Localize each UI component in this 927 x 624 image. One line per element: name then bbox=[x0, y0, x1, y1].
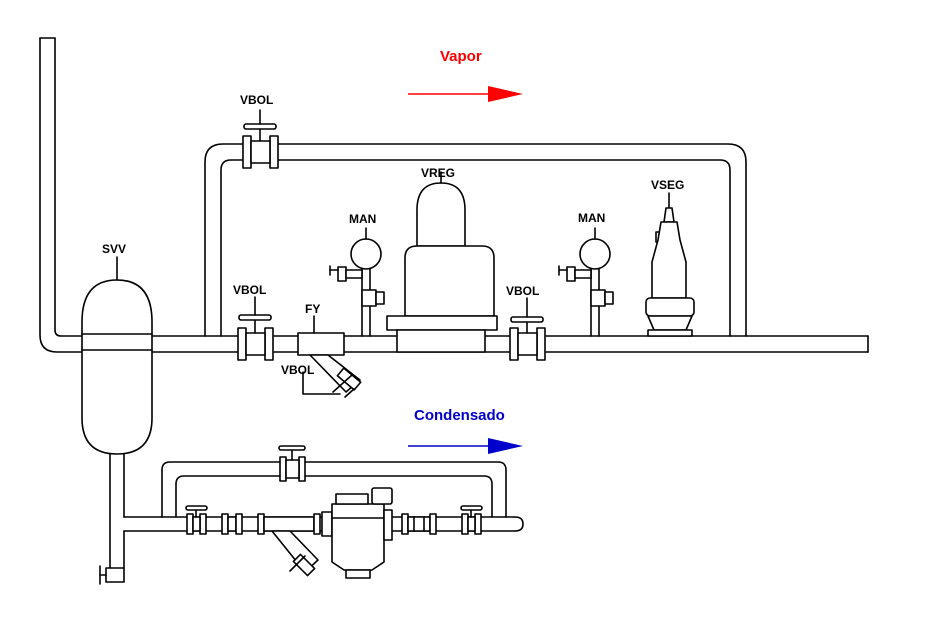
condensate-bypass bbox=[161, 461, 507, 518]
vbol-top-valve[interactable] bbox=[242, 109, 279, 169]
vbol-lower-leader bbox=[302, 371, 341, 395]
vbol-right-valve[interactable] bbox=[509, 297, 546, 361]
condensado-label: Condensado bbox=[414, 407, 505, 424]
condensate-outlet-valve[interactable] bbox=[460, 505, 483, 535]
vseg-valve[interactable] bbox=[645, 192, 695, 337]
drain-valve[interactable] bbox=[99, 565, 125, 585]
man-left-gauge[interactable] bbox=[329, 227, 385, 337]
vbol-left-valve[interactable] bbox=[237, 296, 274, 361]
fy-strainer[interactable] bbox=[297, 315, 362, 398]
steam-trap[interactable] bbox=[321, 487, 393, 579]
condensate-union-left bbox=[221, 513, 243, 535]
svv-label: SVV bbox=[102, 242, 126, 256]
vapor-label: Vapor bbox=[440, 48, 482, 65]
condensate-bypass-valve[interactable] bbox=[278, 445, 306, 482]
vseg-label: VSEG bbox=[651, 178, 684, 192]
vbol-right-label: VBOL bbox=[506, 284, 539, 298]
condensado-arrow bbox=[408, 438, 523, 454]
vapor-arrow bbox=[408, 86, 523, 102]
separator-drain-pipe bbox=[109, 453, 125, 569]
man-left-label: MAN bbox=[349, 212, 376, 226]
vreg-label: VREG bbox=[421, 166, 455, 180]
vbol-left-label: VBOL bbox=[233, 283, 266, 297]
vbol-top-label: VBOL bbox=[240, 93, 273, 107]
man-right-gauge[interactable] bbox=[558, 227, 614, 337]
vbol-lower-label: VBOL bbox=[281, 363, 314, 377]
condensate-check-valve bbox=[401, 513, 437, 535]
bypass-loop bbox=[204, 143, 747, 337]
vreg-valve[interactable] bbox=[386, 171, 498, 353]
fy-label: FY bbox=[305, 302, 320, 316]
condensate-strainer[interactable] bbox=[257, 513, 321, 577]
vent-pipe bbox=[39, 37, 83, 353]
separator-vessel bbox=[81, 256, 153, 455]
condensate-inlet-valve[interactable] bbox=[185, 505, 208, 535]
man-right-label: MAN bbox=[578, 211, 605, 225]
